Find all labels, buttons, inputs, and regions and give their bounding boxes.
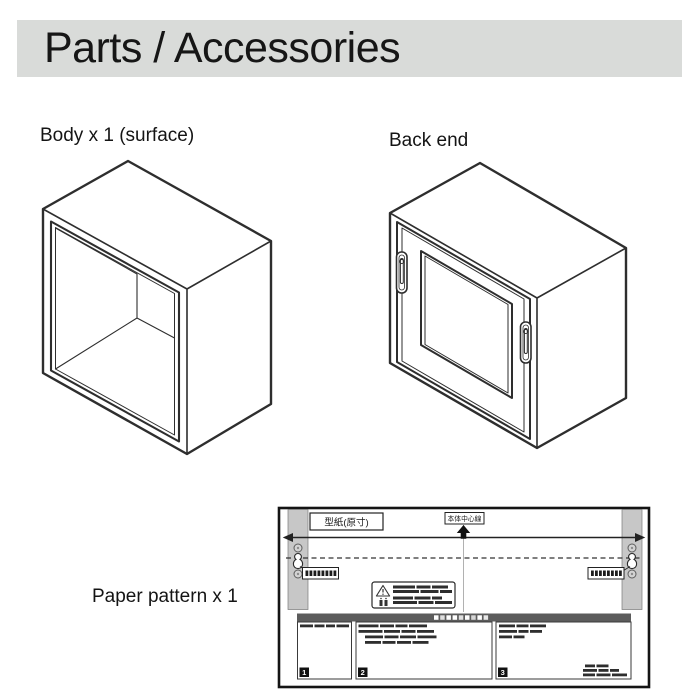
redacted-caution-text [393,585,452,604]
back-panel-recess-outer [420,250,513,399]
paper-pattern-part-label: Paper pattern x 1 [92,586,238,607]
step-panel-3: 3 [495,621,632,680]
body-face-edges [42,208,272,455]
body-isometric-drawing [41,159,273,456]
redacted-part-code-right [587,567,625,580]
pattern-size-tag: 型紙(原寸) [309,512,384,531]
step-number-badge [498,667,508,677]
back-end-face-edges [389,212,627,449]
redacted-part-code-left [302,567,339,580]
back-end-part-label: Back end [389,130,469,151]
redacted-step-text [300,624,349,628]
back-panel-frame-outer [396,221,531,440]
body-part-label: Body x 1 (surface) [40,125,195,146]
step-panel-1: 1 [297,621,352,680]
redacted-step-text [358,624,437,644]
page-title: Parts / Accessories [44,24,401,72]
caution-note [371,581,456,609]
step-panel-2: 2 [355,621,493,680]
back-end-isometric-drawing [388,161,628,450]
back-panel-recess-inner [424,255,509,394]
caution-triangle-icon [375,584,391,597]
hanger-bracket-icon-right [519,321,532,364]
prohibition-pictogram [379,597,388,606]
title-bar: Parts / Accessories [17,20,682,77]
body-interior-edges [54,227,176,370]
step-number-3: 3 [501,668,505,677]
keyhole-icon [626,552,638,570]
keyhole-icon [292,552,304,570]
step-number-badge [299,667,309,677]
redacted-step-text [499,624,546,639]
centerline-tag-text: 本体中心線 [448,514,482,523]
step-number-1: 1 [302,668,306,677]
step-number-2: 2 [361,668,365,677]
mounting-keyhole-right [587,543,638,580]
mounting-keyhole-left [292,543,339,580]
body-opening-frame-inner [55,227,175,436]
back-panel-frame-inner [401,227,525,433]
paper-pattern-diagram: 型紙(原寸) 本体中心線 [277,506,651,689]
instruction-table: 1 2 [297,613,632,680]
body-opening-frame-outer [49,220,181,443]
body-outline [41,159,273,456]
redacted-footnote-text [583,664,627,677]
redacted-header-title [434,615,489,620]
pattern-size-tag-text: 型紙(原寸) [324,517,368,529]
hanger-bracket-icon-left [395,251,408,294]
centerline-tag: 本体中心線 [444,512,485,539]
up-arrow-icon [456,525,471,539]
step-number-badge [358,667,368,677]
table-header-bar [297,613,631,622]
